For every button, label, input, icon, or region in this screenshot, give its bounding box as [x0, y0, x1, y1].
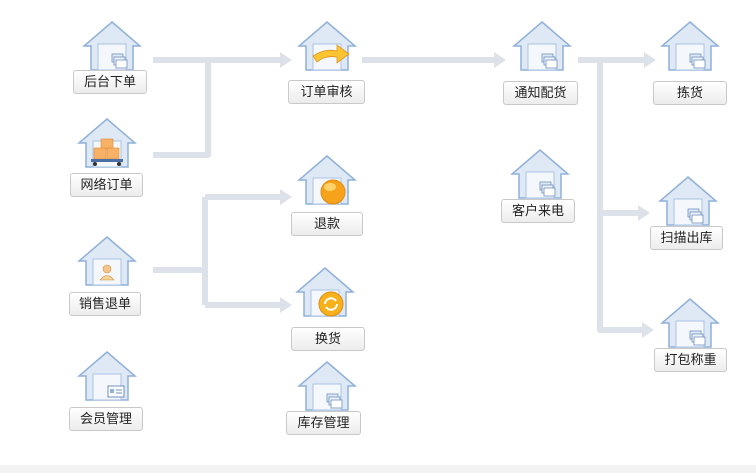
house-orange-ball-icon — [296, 154, 358, 206]
connector-dispatch-to-warehouse — [578, 57, 646, 333]
picking-button[interactable]: 拣货 — [653, 81, 727, 105]
customer-call-button[interactable]: 客户来电 — [501, 199, 575, 223]
house-documents-icon — [296, 360, 358, 412]
connector-orders-to-review — [153, 57, 282, 158]
arrow-head — [280, 52, 292, 68]
exchange-button[interactable]: 换货 — [291, 327, 365, 351]
house-boxes-cart-icon — [76, 117, 138, 169]
connector-return-to-refund-exchange — [153, 194, 282, 308]
house-member-card-icon — [76, 350, 138, 402]
arrow-head — [280, 297, 292, 313]
scan-outbound-button[interactable]: 扫描出库 — [650, 226, 723, 250]
backend-order-button[interactable]: 后台下单 — [73, 70, 147, 94]
notify-dispatch-button[interactable]: 通知配货 — [503, 81, 578, 105]
member-mgmt-button[interactable]: 会员管理 — [69, 407, 143, 431]
house-documents-icon — [509, 148, 571, 200]
inventory-mgmt-button[interactable]: 库存管理 — [286, 411, 361, 435]
arrow-head — [642, 322, 654, 338]
house-user-icon — [76, 235, 138, 287]
house-documents-icon — [657, 175, 719, 227]
pack-weigh-button[interactable]: 打包称重 — [654, 348, 727, 372]
house-refresh-icon — [294, 266, 356, 318]
arrow-head — [644, 52, 656, 68]
house-documents-icon — [81, 20, 143, 72]
house-documents-icon — [659, 20, 721, 72]
sales-return-button[interactable]: 销售退单 — [69, 292, 141, 316]
order-review-button[interactable]: 订单审核 — [288, 80, 365, 104]
refund-button[interactable]: 退款 — [291, 212, 363, 236]
house-arrow-icon — [296, 20, 358, 72]
arrow-head — [280, 189, 292, 205]
online-order-button[interactable]: 网络订单 — [70, 173, 143, 197]
arrow-head — [638, 205, 650, 221]
house-documents-icon — [659, 297, 721, 349]
arrow-head — [494, 52, 506, 68]
house-documents-icon — [511, 20, 573, 72]
